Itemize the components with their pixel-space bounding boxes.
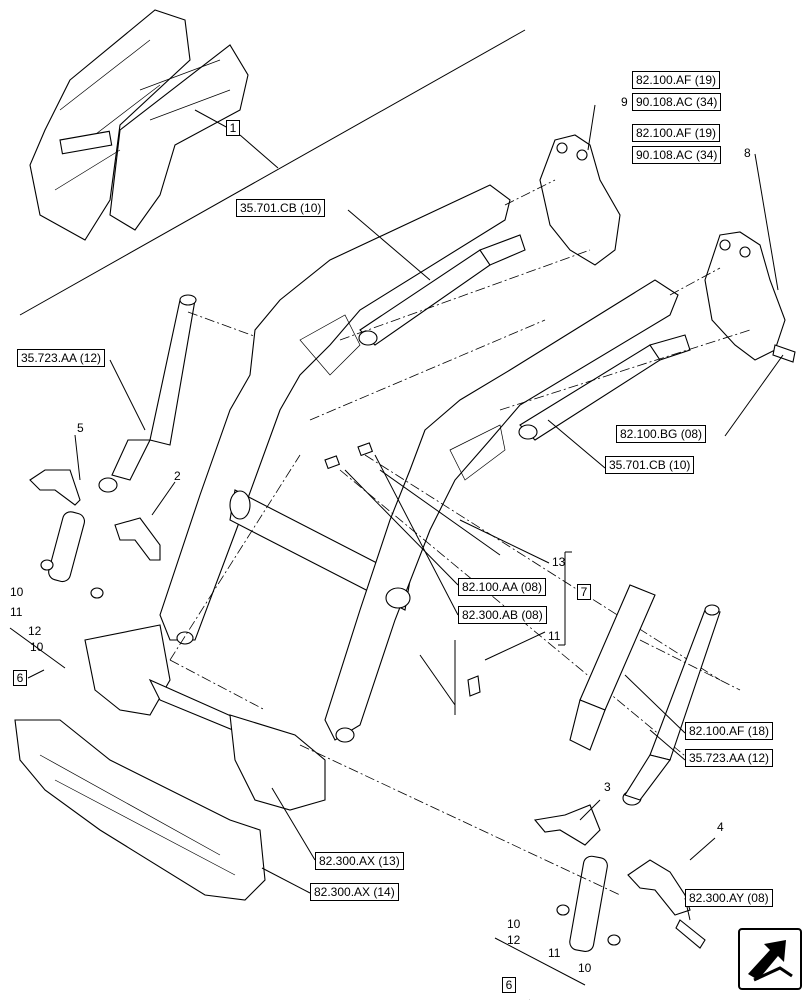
right-small-parts: [533, 790, 706, 953]
callout-7: 7: [577, 584, 591, 600]
bracket-8: [704, 231, 796, 363]
callout-12-b: 12: [507, 933, 521, 947]
callout-5: 5: [77, 421, 84, 435]
ref-90-108-ac-34-top[interactable]: 90.108.AC (34): [632, 93, 722, 111]
loader-arm-right: [324, 279, 679, 743]
ref-82-100-bg-08[interactable]: 82.100.BG (08): [616, 425, 707, 443]
callout-1: 1: [226, 120, 240, 136]
callout-11-b: 11: [548, 629, 561, 643]
callout-2: 2: [174, 469, 181, 483]
ref-35-701-cb-10-upper[interactable]: 35.701.CB (10): [236, 199, 326, 217]
callout-6-left: 6: [13, 670, 27, 686]
section-divider-line: [19, 29, 526, 316]
callout-13: 13: [552, 555, 566, 569]
callout-11-c: 11: [548, 946, 561, 960]
pins: [324, 442, 481, 697]
ref-82-300-ax-14[interactable]: 82.300.AX (14): [310, 883, 399, 901]
lift-cylinder-right: [624, 604, 721, 801]
callout-10-b: 10: [30, 640, 44, 654]
ref-82-300-ab-08[interactable]: 82.300.AB (08): [458, 606, 547, 624]
lift-cylinder-left: [111, 294, 197, 481]
callout-10-a: 10: [10, 585, 24, 599]
ref-82-300-ay-08[interactable]: 82.300.AY (08): [685, 889, 773, 907]
callout-4: 4: [717, 820, 724, 834]
loader-overview-thumbnail: [29, 9, 249, 241]
callout-12-a: 12: [28, 624, 42, 638]
bucket-cylinder-lower: [518, 334, 691, 441]
callout-6-right: 6: [502, 977, 516, 993]
ref-82-100-aa-08[interactable]: 82.100.AA (08): [458, 578, 547, 596]
callout-8: 8: [744, 146, 751, 160]
arrow-icon: [748, 940, 793, 982]
next-page-button[interactable]: [738, 928, 802, 990]
cross-tube: [229, 489, 411, 611]
ref-35-723-aa-12-right[interactable]: 35.723.AA (12): [685, 749, 774, 767]
callout-10-d: 10: [578, 961, 592, 975]
callout-10-c: 10: [507, 917, 521, 931]
ref-82-300-ax-13[interactable]: 82.300.AX (13): [315, 852, 404, 870]
callout-3: 3: [604, 780, 611, 794]
ref-90-108-ac-34-second[interactable]: 90.108.AC (34): [632, 146, 722, 164]
ref-82-100-af-18[interactable]: 82.100.AF (18): [685, 722, 774, 740]
callout-9: 9: [621, 95, 628, 109]
ref-82-100-af-19-second[interactable]: 82.100.AF (19): [632, 124, 721, 142]
bracket-9: [539, 134, 621, 266]
loader-arm-left: [159, 184, 511, 645]
callout-11-a: 11: [10, 605, 23, 619]
bucket-cylinder-standalone: [569, 584, 656, 751]
ref-35-701-cb-10-lower[interactable]: 35.701.CB (10): [605, 456, 695, 474]
mounting-frame-upper: [84, 624, 326, 811]
ref-35-723-aa-12-left[interactable]: 35.723.AA (12): [17, 349, 106, 367]
ref-82-100-af-19-top[interactable]: 82.100.AF (19): [632, 71, 721, 89]
left-small-parts: [29, 469, 161, 599]
mounting-frame-lower: [14, 719, 266, 901]
